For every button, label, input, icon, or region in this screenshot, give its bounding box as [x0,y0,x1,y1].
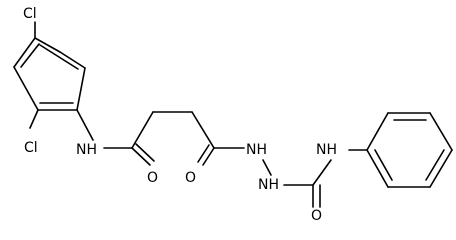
atom-o-hydrazide: O [185,170,196,186]
bond-ring-nh [76,109,94,141]
atom-o-urea: O [311,208,322,224]
atom-cl-top: Cl [23,6,37,22]
dichlorophenyl-ring [13,37,86,111]
atom-cl-bottom: Cl [24,140,38,156]
atom-nh-hydrazide-2: NH [258,177,279,193]
bond-ring-cl-bottom [29,109,39,129]
atom-nh-amide: NH [76,142,97,158]
bond-c4-o-double [202,147,215,166]
atom-nh-hydrazide-1: NH [246,142,267,158]
atom-o-amide: O [147,170,158,186]
phenyl-ring [366,112,453,188]
bond-c3-c4 [191,111,215,149]
bond-c1-c2 [131,111,154,149]
bond-c5-nh3 [312,159,332,186]
molecule-diagram: Cl Cl NH O O NH NH O NH [13,6,453,224]
atom-nh-urea: NH [316,142,337,158]
bond-c1-o-double [131,147,151,166]
bond-nh1-nh2 [262,159,272,176]
